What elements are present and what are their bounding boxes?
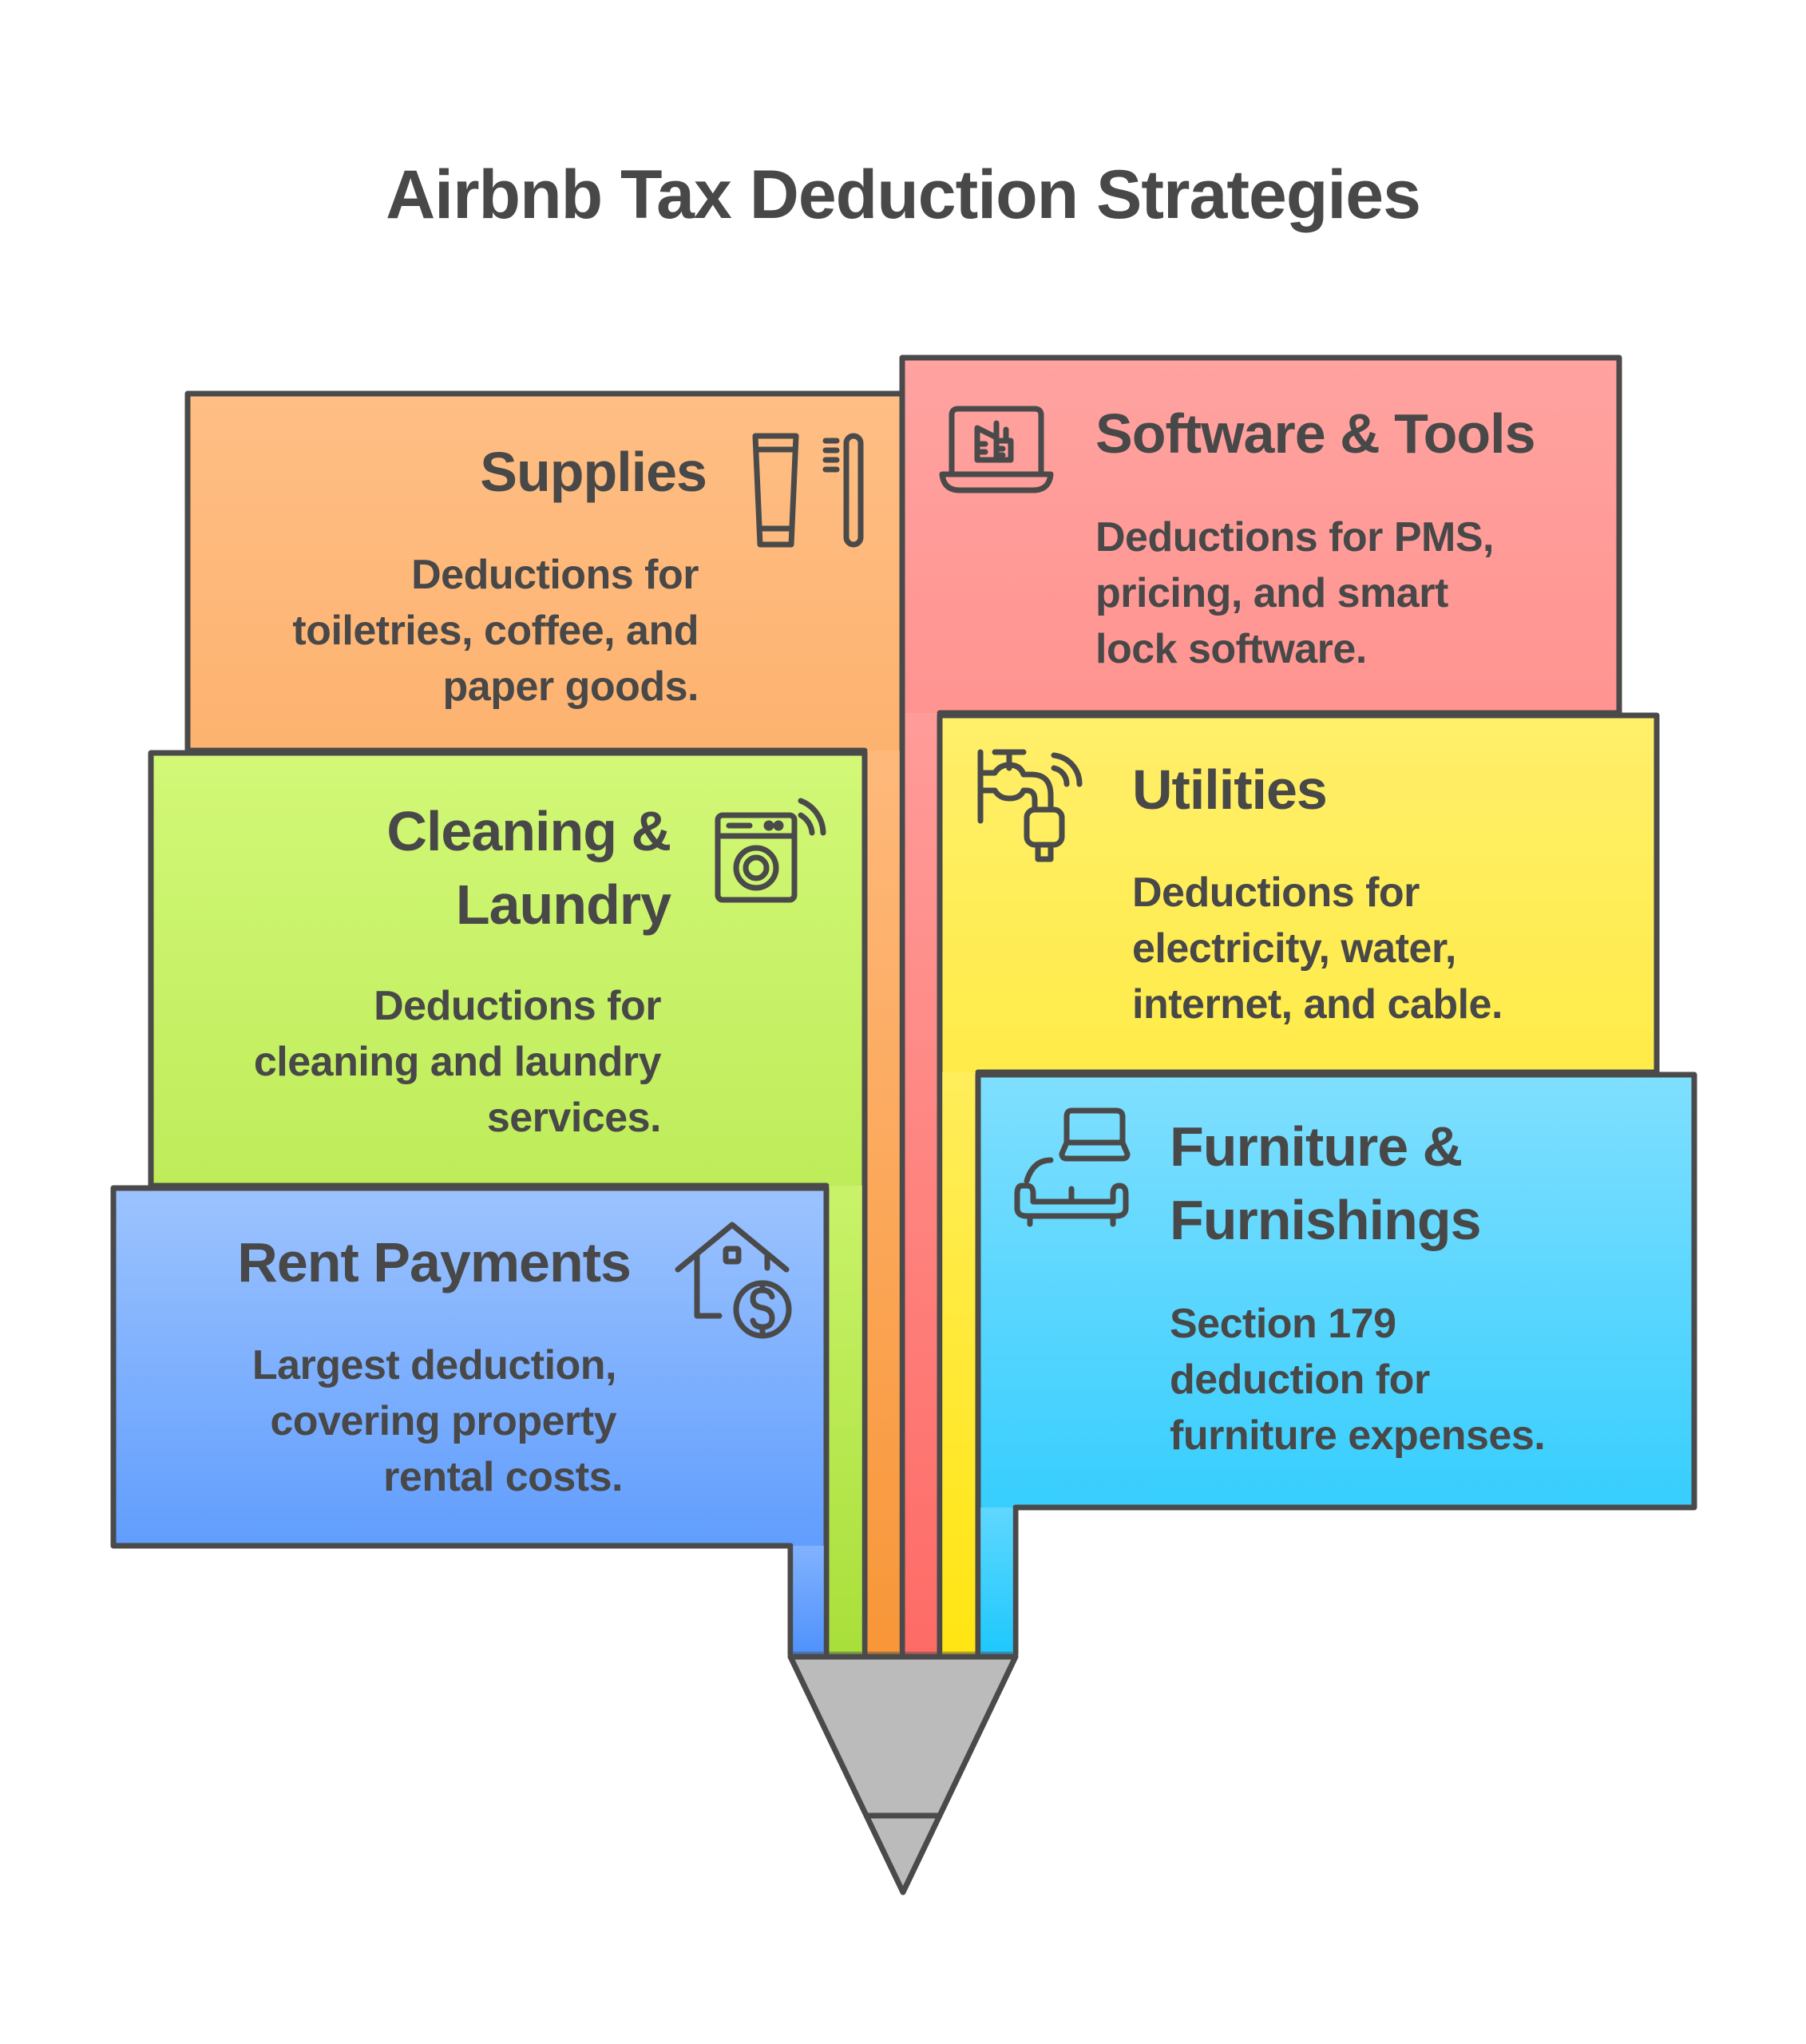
desc-line: internet, and cable. bbox=[1132, 981, 1503, 1028]
software-heading: Software & Tools bbox=[1095, 402, 1536, 465]
desc-line: cleaning and laundry bbox=[253, 1039, 662, 1085]
software-description: Deductions for PMS, pricing, and smart l… bbox=[1095, 509, 1606, 677]
toothpaste-toothbrush-icon bbox=[751, 431, 866, 548]
desc-line: Deductions for bbox=[411, 552, 699, 598]
smart-washing-machine-icon bbox=[715, 786, 830, 903]
desc-line: Section 179 bbox=[1170, 1301, 1396, 1347]
desc-line: Deductions for bbox=[374, 983, 661, 1029]
utilities-heading: Utilities bbox=[1132, 759, 1328, 821]
furniture-description: Section 179 deduction for furniture expe… bbox=[1170, 1296, 1681, 1464]
desc-line: deduction for bbox=[1170, 1357, 1430, 1403]
utilities-description: Deductions for electricity, water, inter… bbox=[1132, 865, 1643, 1032]
desc-line: electricity, water, bbox=[1132, 925, 1456, 972]
supplies-description: Deductions for toiletries, coffee, and p… bbox=[192, 547, 699, 715]
desc-line: furniture expenses. bbox=[1170, 1412, 1546, 1459]
desc-line: toiletries, coffee, and bbox=[292, 608, 699, 654]
pencil-tip bbox=[787, 1654, 1019, 1895]
rent-heading: Rent Payments bbox=[237, 1231, 632, 1293]
page-title: Airbnb Tax Deduction Strategies bbox=[386, 156, 1421, 233]
smart-faucet-icon bbox=[976, 749, 1087, 865]
desc-line: Deductions for PMS, bbox=[1095, 514, 1494, 561]
desc-line: paper goods. bbox=[442, 664, 699, 710]
desc-line: services. bbox=[486, 1095, 662, 1141]
heading-line: Laundry bbox=[455, 873, 671, 936]
heading-line: Furniture & bbox=[1170, 1115, 1463, 1178]
desc-line: lock software. bbox=[1095, 626, 1367, 672]
heading-line: Cleaning & bbox=[386, 800, 671, 862]
cleaning-description: Deductions for cleaning and laundry serv… bbox=[160, 978, 662, 1146]
desc-line: Deductions for bbox=[1132, 869, 1420, 916]
sofa-laptop-icon bbox=[1014, 1106, 1131, 1227]
cleaning-heading: Cleaning & Laundry bbox=[160, 794, 671, 941]
heading-line: Furnishings bbox=[1170, 1189, 1482, 1251]
house-dollar-icon bbox=[675, 1222, 792, 1339]
desc-line: rental costs. bbox=[383, 1454, 623, 1500]
desc-line: covering property bbox=[270, 1398, 616, 1444]
rent-description: Largest deduction, covering property ren… bbox=[120, 1337, 624, 1505]
laptop-city-icon bbox=[939, 406, 1054, 493]
furniture-heading: Furniture & Furnishings bbox=[1170, 1110, 1665, 1257]
desc-line: pricing, and smart bbox=[1095, 570, 1448, 616]
desc-line: Largest deduction, bbox=[251, 1342, 617, 1388]
supplies-heading: Supplies bbox=[480, 441, 707, 503]
